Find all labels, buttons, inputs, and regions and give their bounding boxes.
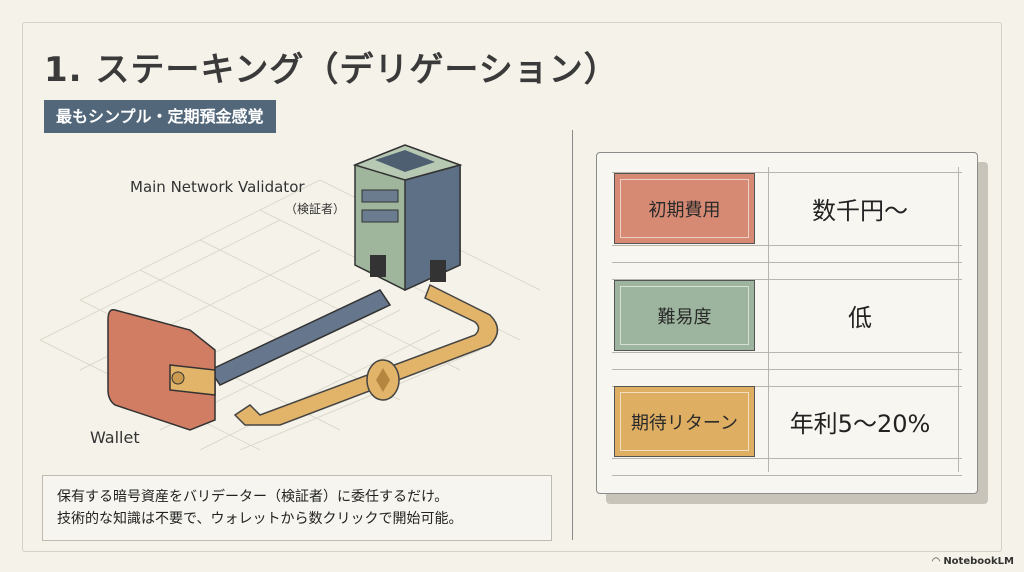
table-rule [612,279,962,280]
notebooklm-logo: ◠ NotebookLM [932,556,1014,567]
subtitle-badge: 最もシンプル・定期預金感覚 [44,100,276,133]
description-box: 保有する暗号資産をバリデーター（検証者）に委任するだけ。 技術的な知識は不要で、… [42,475,552,541]
validator-sublabel: （検証者） [285,202,346,216]
table-rule [612,172,962,173]
table-rule [958,167,959,472]
row-value-expected-return: 年利5〜20% [789,410,931,438]
page-title: 1. ステーキング（デリゲーション） [44,50,619,90]
validator-label: Main Network Validator [130,178,305,196]
row-key-expected-return: 期待リターン [614,386,755,457]
table-rule [612,369,962,370]
table-rule [768,167,769,472]
branding-text: NotebookLM [943,556,1014,567]
column-divider [572,130,573,540]
coin-icon [366,359,400,401]
row-key-difficulty: 難易度 [614,280,755,351]
table-rule [612,475,962,476]
wallet-label: Wallet [90,428,140,447]
row-value-difficulty: 低 [848,304,872,332]
table-rule [612,245,962,246]
network-cable [208,289,392,386]
notebooklm-icon: ◠ [932,556,944,567]
reward-flow-arrow [233,283,499,426]
description-line: 保有する暗号資産をバリデーター（検証者）に委任するだけ。 [57,489,449,505]
description-line: 技術的な知識は不要で、ウォレットから数クリックで開始可能。 [57,511,463,527]
slide-frame [22,22,1002,552]
wallet-icon [107,308,216,431]
table-rule [612,458,962,459]
table-rule [612,386,962,387]
staking-illustration [39,144,541,450]
table-rule [612,262,962,263]
row-value-initial-cost: 数千円〜 [812,197,908,225]
server-icon [352,144,463,292]
row-key-initial-cost: 初期費用 [614,173,755,244]
table-rule [612,352,962,353]
